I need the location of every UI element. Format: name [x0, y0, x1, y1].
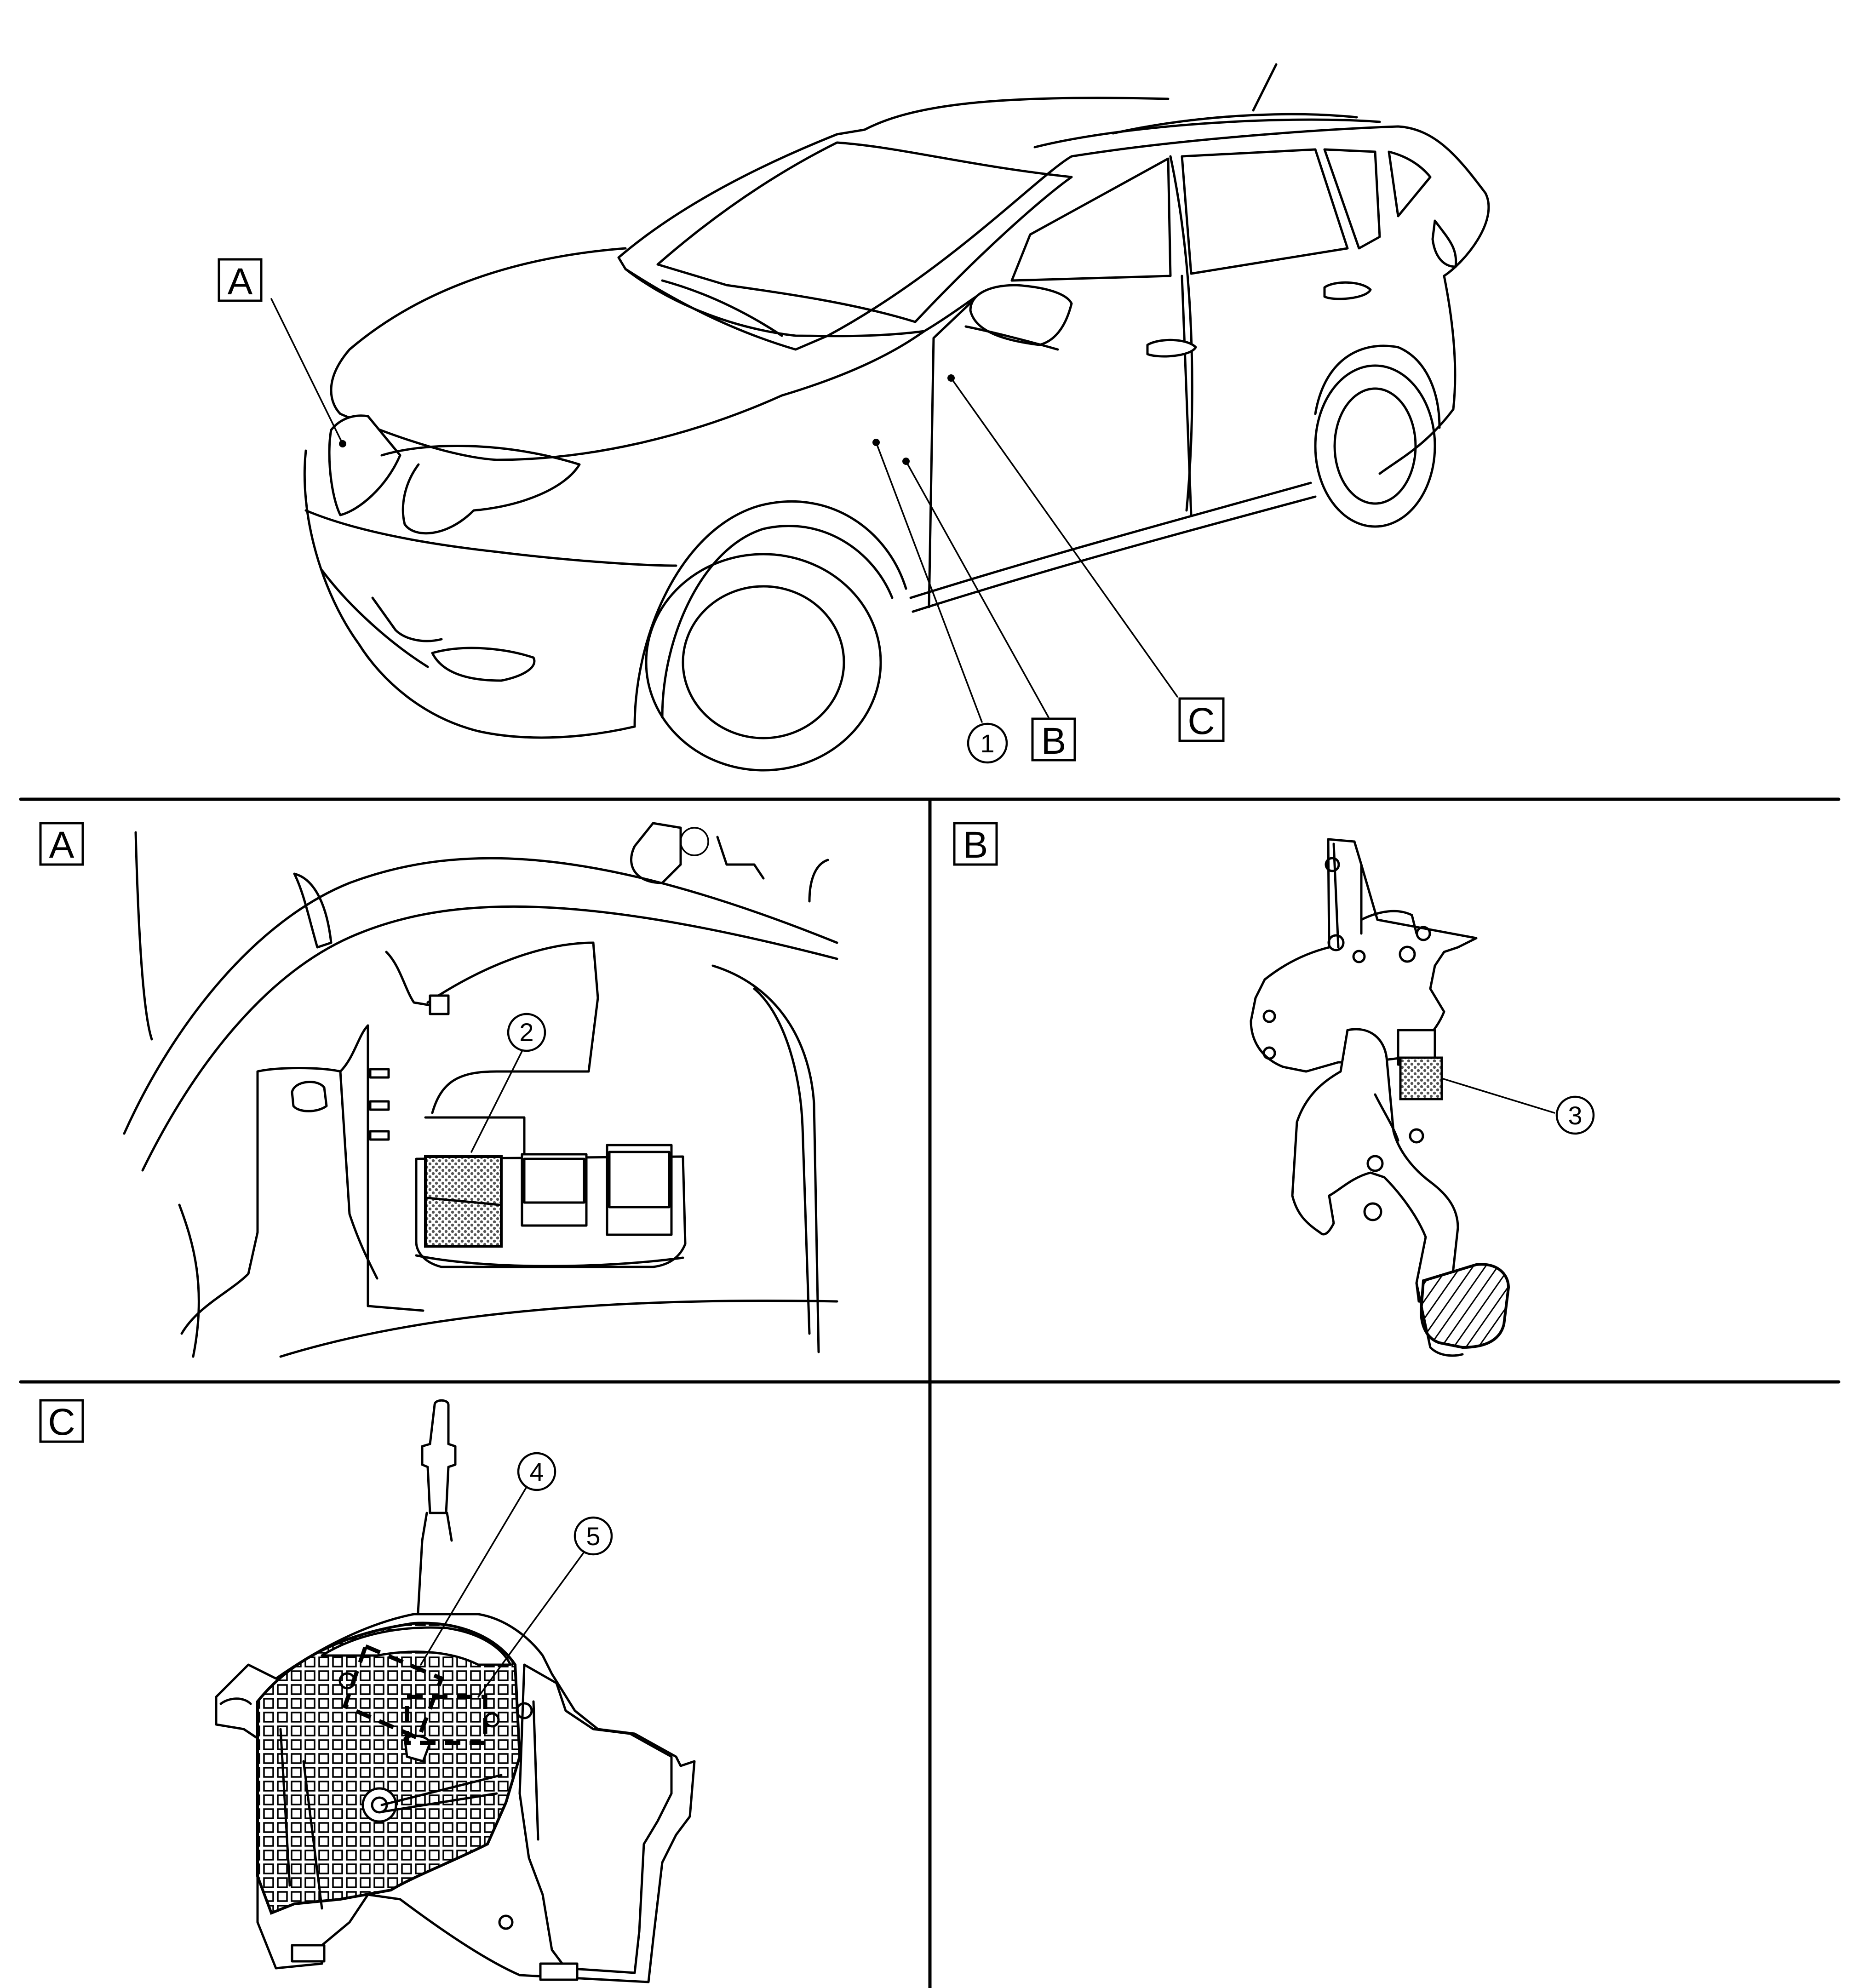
svg-text:5: 5	[586, 1522, 600, 1551]
view-B-brake-pedal-illustration	[1250, 838, 1510, 1357]
vehicle-label-C: C	[1178, 697, 1225, 742]
callout-1: 1	[967, 722, 1008, 764]
svg-text:2: 2	[519, 1018, 533, 1047]
callout-3: 3	[1441, 1077, 1595, 1135]
callout-4: 4	[420, 1452, 556, 1666]
svg-text:A: A	[228, 261, 253, 303]
svg-text:B: B	[1041, 720, 1067, 762]
vehicle-leader-lines	[270, 298, 1178, 723]
callout-2: 2	[470, 1013, 546, 1153]
view-C-shifter-illustration	[215, 1399, 696, 1983]
shifter-component-outlines	[342, 1643, 487, 1745]
svg-text:B: B	[963, 824, 988, 866]
view-A-label: A	[39, 822, 84, 866]
vehicle-label-B: B	[1031, 717, 1076, 762]
panel-dividers	[19, 797, 1841, 1988]
svg-text:C: C	[48, 1401, 75, 1443]
view-B-label: B	[953, 822, 998, 866]
callout-5: 5	[477, 1516, 613, 1698]
svg-text:A: A	[49, 824, 75, 866]
vehicle-label-A: A	[218, 258, 263, 303]
view-A-engine-room-illustration	[123, 822, 838, 1358]
svg-text:4: 4	[529, 1457, 544, 1486]
vehicle-overview-illustration	[303, 63, 1490, 772]
svg-text:1: 1	[980, 729, 994, 758]
svg-text:C: C	[1187, 700, 1215, 742]
svg-text:3: 3	[1568, 1101, 1582, 1130]
view-C-label: C	[39, 1399, 84, 1443]
